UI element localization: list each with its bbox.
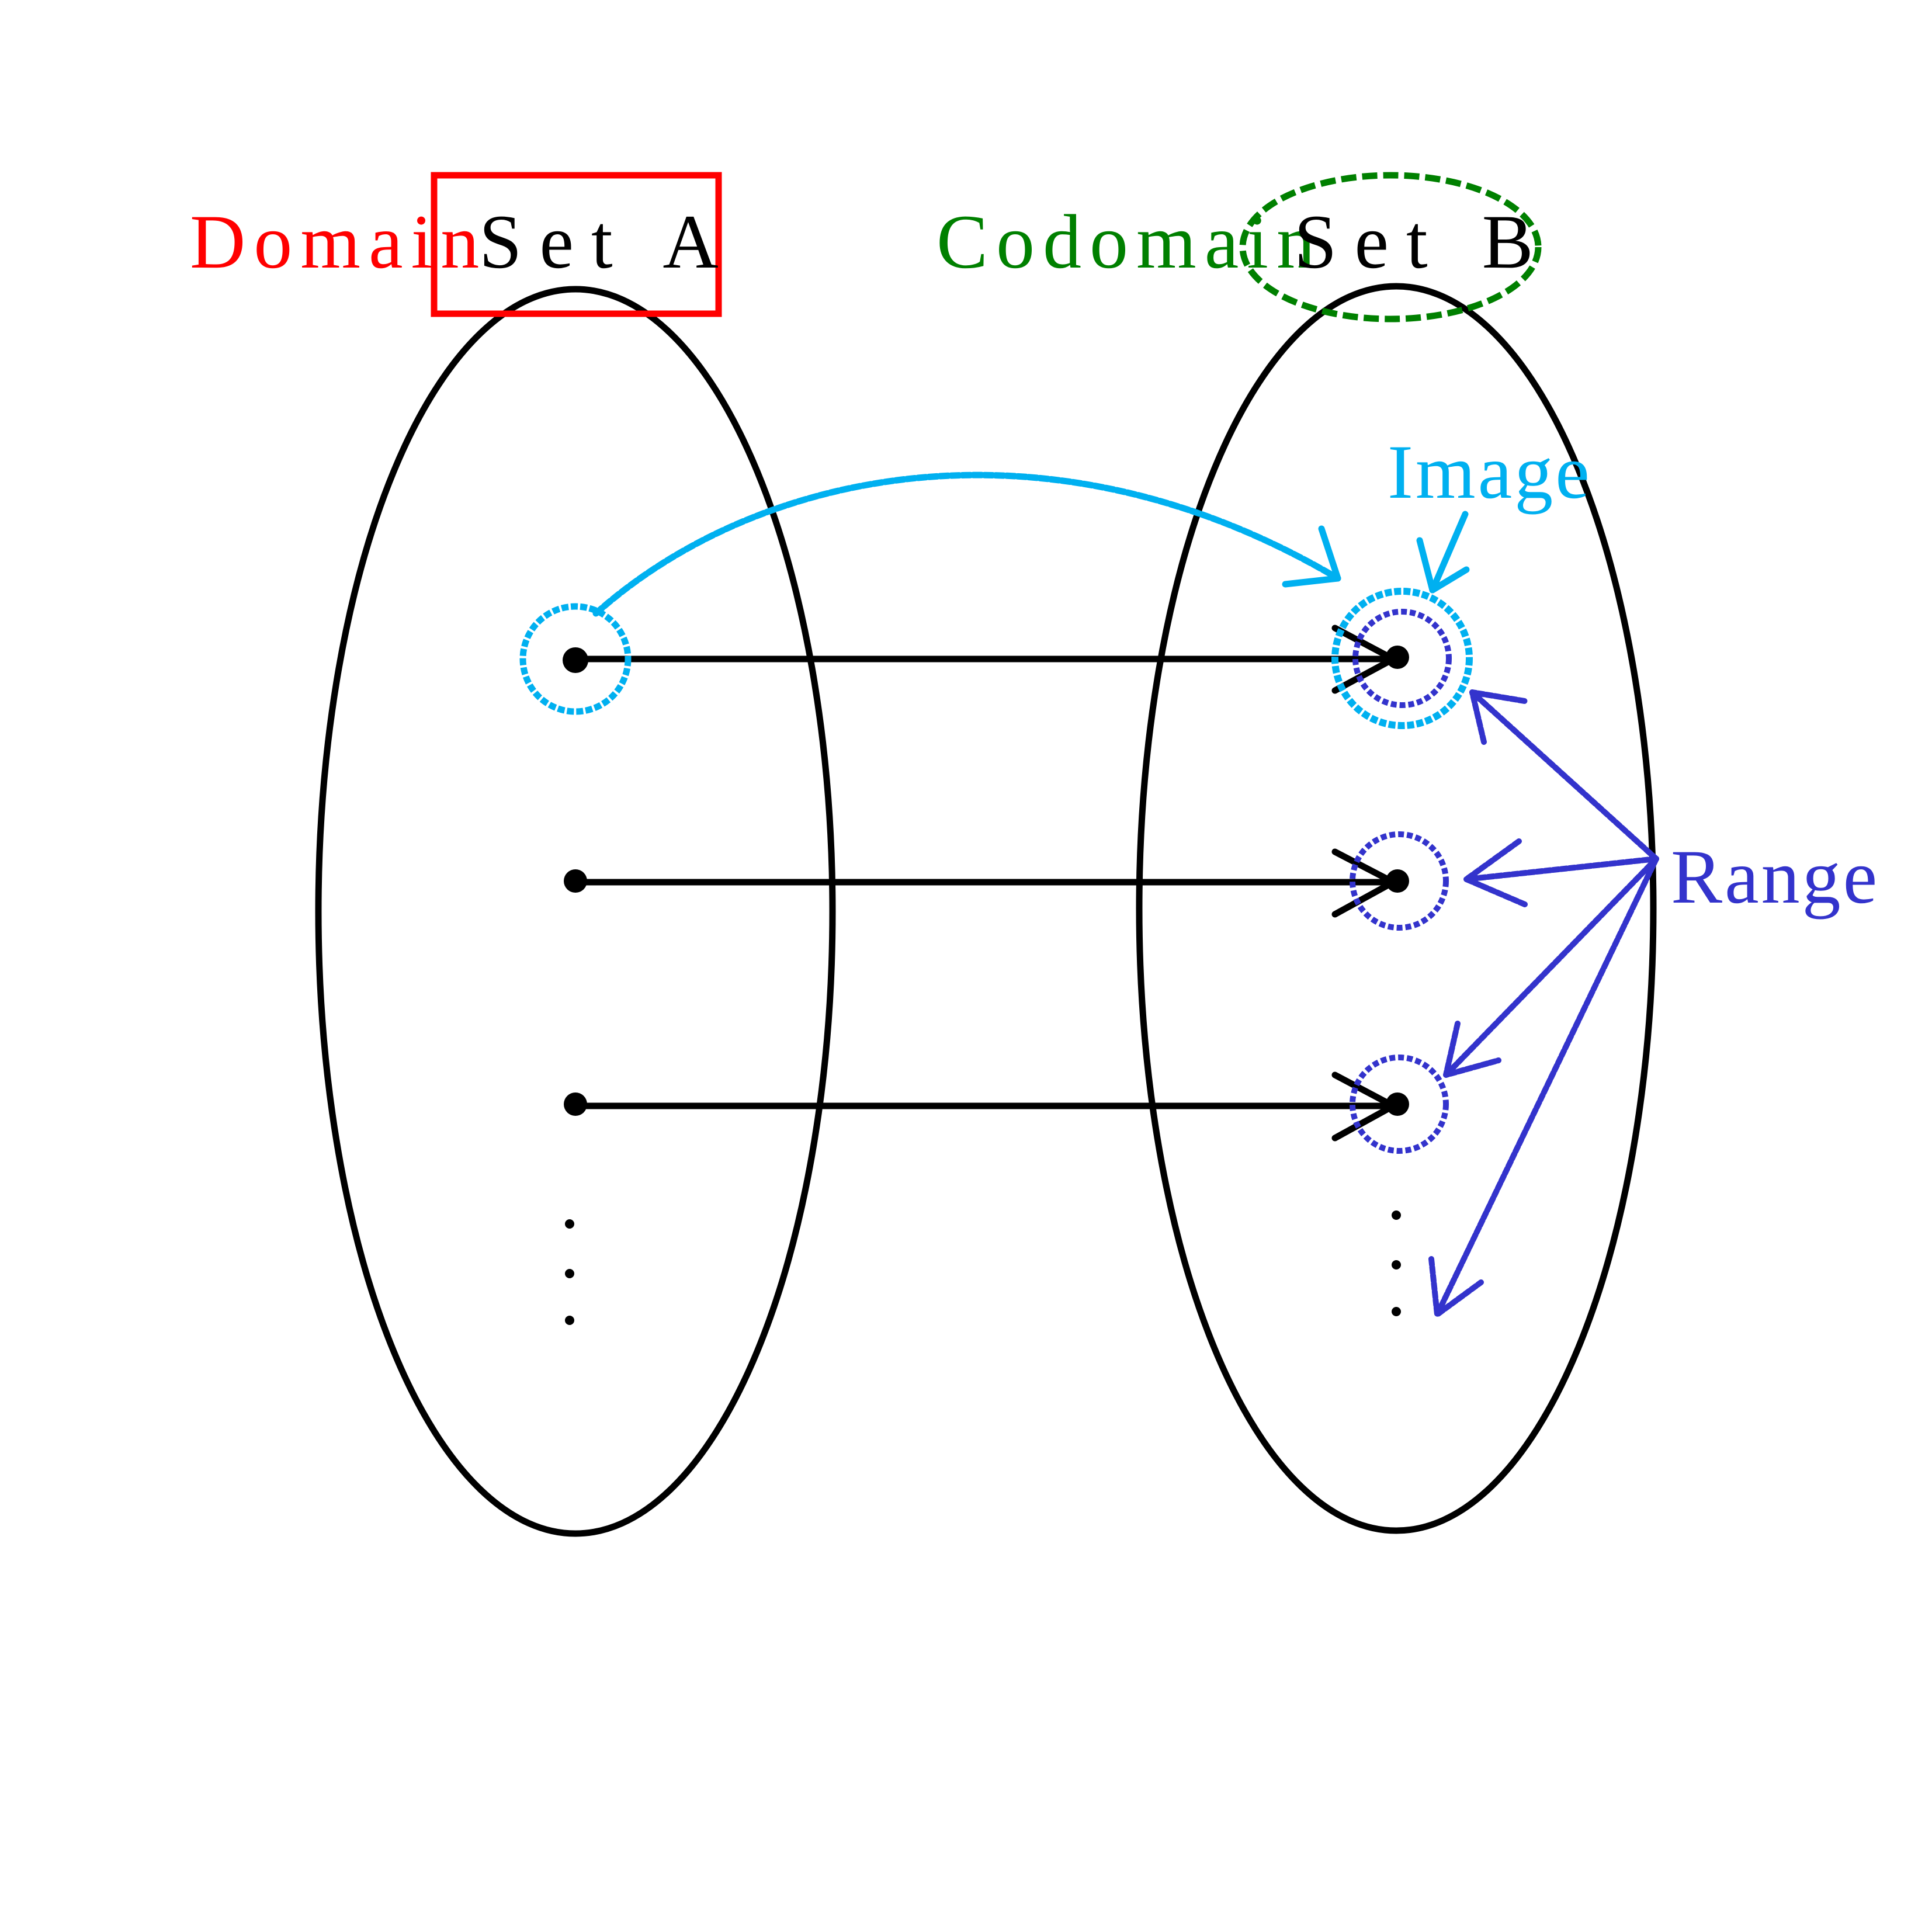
set-a-ellipsis-dots [565, 1219, 574, 1325]
set-b-ellipse [1136, 283, 1657, 1534]
set-b-highlight-ellipse [1239, 172, 1542, 322]
image-pointer-arrow [1416, 511, 1470, 594]
image-highlight-circle [1331, 588, 1473, 729]
range-arrows [1428, 689, 1659, 1317]
image-curved-arrowhead [1282, 525, 1341, 588]
range-highlight-circles [1350, 609, 1452, 1154]
image-curved-arrow [592, 471, 1341, 617]
set-b-label: Set B [1294, 199, 1551, 285]
image-label: Image [1388, 429, 1592, 515]
mapping-arrow [572, 1071, 1400, 1142]
set-a-label: Set A [479, 199, 736, 285]
preimage-highlight-circle [519, 603, 632, 715]
set-a-ellipse [315, 286, 836, 1537]
range-label: Range [1671, 834, 1879, 920]
set-a-highlight-box [431, 172, 722, 317]
domain-label: Domain [190, 199, 487, 285]
mapping-arrow [572, 625, 1400, 694]
set-b-ellipsis-dots [1392, 1210, 1401, 1316]
mapping-arrow [572, 848, 1400, 918]
